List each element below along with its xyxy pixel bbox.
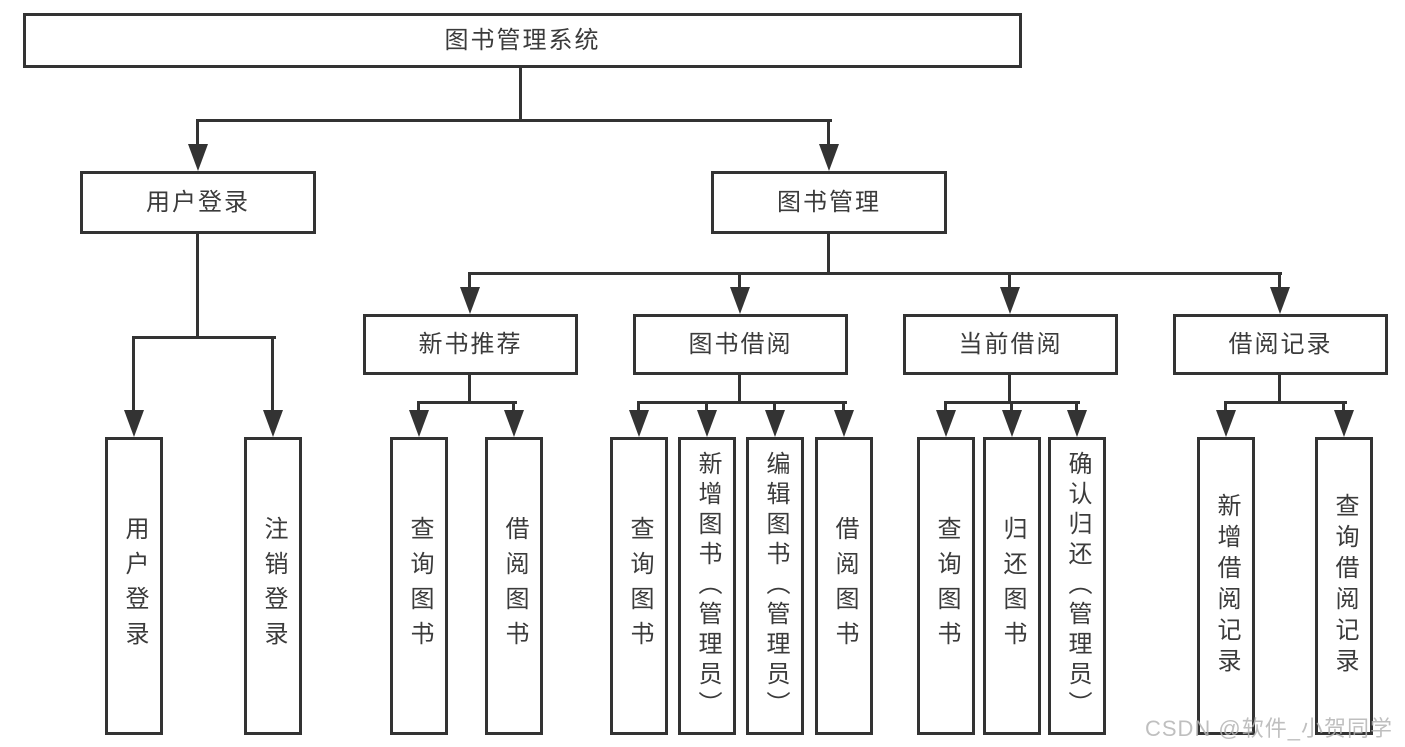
connector-line <box>417 401 420 413</box>
connector-line <box>1010 401 1013 413</box>
arrow-down-icon <box>697 410 717 437</box>
leaf-borrow-book-recommend: 借阅图书 <box>485 437 543 735</box>
arrow-down-icon <box>1216 410 1236 437</box>
leaf-user-login-label: 用户登录 <box>121 516 148 656</box>
connector-line <box>827 234 830 275</box>
leaf-user-login: 用户登录 <box>105 437 163 735</box>
connector-line <box>468 375 471 404</box>
connector-line <box>1008 375 1011 404</box>
leaf-logout: 注销登录 <box>244 437 302 735</box>
watermark: CSDN @软件_小贺同学 <box>1144 716 1393 741</box>
connector-line <box>132 336 276 339</box>
connector-line <box>1075 401 1078 413</box>
connector-line <box>1342 401 1345 413</box>
arrow-down-icon <box>765 410 785 437</box>
leaf-edit-book-admin: 编辑图书（管理员） <box>746 437 804 735</box>
node-user-login: 用户登录 <box>80 171 316 234</box>
connector-line <box>196 119 199 146</box>
arrow-down-icon <box>1067 410 1087 437</box>
leaf-logout-label: 注销登录 <box>260 516 287 656</box>
leaf-borrow-book: 借阅图书 <box>815 437 873 735</box>
leaf-add-borrow-record-label: 新增借阅记录 <box>1213 493 1240 679</box>
connector-line <box>417 401 517 404</box>
connector-line <box>1278 375 1281 404</box>
connector-line <box>1008 272 1011 290</box>
leaf-query-book-borrow-label: 查询图书 <box>626 516 653 656</box>
connector-line <box>738 272 741 290</box>
node-new-book-recommend-label: 新书推荐 <box>418 330 523 358</box>
leaf-confirm-return-admin-label: 确认归还（管理员） <box>1064 451 1091 721</box>
node-current-borrow: 当前借阅 <box>903 314 1118 375</box>
arrow-down-icon <box>409 410 429 437</box>
leaf-confirm-return-admin: 确认归还（管理员） <box>1048 437 1106 735</box>
node-current-borrow-label: 当前借阅 <box>958 330 1063 358</box>
connector-line <box>637 401 847 404</box>
arrow-down-icon <box>124 410 144 437</box>
connector-line <box>1224 401 1227 413</box>
node-new-book-recommend: 新书推荐 <box>363 314 578 375</box>
connector-line <box>512 401 515 413</box>
leaf-return-book-label: 归还图书 <box>999 516 1026 656</box>
leaf-query-borrow-record: 查询借阅记录 <box>1315 437 1373 735</box>
connector-line <box>132 336 135 412</box>
node-book-management-label: 图书管理 <box>777 188 881 216</box>
connector-line <box>196 234 199 339</box>
arrow-down-icon <box>188 144 208 171</box>
arrow-down-icon <box>1334 410 1354 437</box>
connector-line <box>468 272 1282 275</box>
leaf-query-book-current-label: 查询图书 <box>933 516 960 656</box>
arrow-down-icon <box>1000 287 1020 314</box>
connector-line <box>637 401 640 413</box>
leaf-query-book-recommend: 查询图书 <box>390 437 448 735</box>
connector-line <box>827 119 830 146</box>
connector-line <box>271 336 274 412</box>
node-user-login-label: 用户登录 <box>146 188 250 216</box>
node-root-label: 图书管理系统 <box>444 26 601 54</box>
leaf-borrow-book-recommend-label: 借阅图书 <box>501 516 528 656</box>
node-root: 图书管理系统 <box>23 13 1022 68</box>
arrow-down-icon <box>819 144 839 171</box>
arrow-down-icon <box>460 287 480 314</box>
arrow-down-icon <box>504 410 524 437</box>
leaf-borrow-book-label: 借阅图书 <box>831 516 858 656</box>
leaf-query-book-current: 查询图书 <box>917 437 975 735</box>
leaf-query-book-recommend-label: 查询图书 <box>406 516 433 656</box>
arrow-down-icon <box>730 287 750 314</box>
arrow-down-icon <box>263 410 283 437</box>
node-borrow-records-label: 借阅记录 <box>1228 330 1333 358</box>
connector-line <box>196 119 832 122</box>
node-book-borrow-label: 图书借阅 <box>688 330 793 358</box>
leaf-query-borrow-record-label: 查询借阅记录 <box>1331 493 1358 679</box>
leaf-query-book-borrow: 查询图书 <box>610 437 668 735</box>
connector-line <box>468 272 471 290</box>
node-book-management: 图书管理 <box>711 171 947 234</box>
connector-line <box>1278 272 1281 290</box>
connector-line <box>705 401 708 413</box>
arrow-down-icon <box>936 410 956 437</box>
connector-line <box>519 68 522 119</box>
node-borrow-records: 借阅记录 <box>1173 314 1388 375</box>
leaf-edit-book-admin-label: 编辑图书（管理员） <box>762 451 789 721</box>
leaf-add-book-admin: 新增图书（管理员） <box>678 437 736 735</box>
arrow-down-icon <box>834 410 854 437</box>
arrow-down-icon <box>1002 410 1022 437</box>
connector-line <box>842 401 845 413</box>
node-book-borrow: 图书借阅 <box>633 314 848 375</box>
leaf-add-borrow-record: 新增借阅记录 <box>1197 437 1255 735</box>
leaf-add-book-admin-label: 新增图书（管理员） <box>694 451 721 721</box>
connector-line <box>773 401 776 413</box>
arrow-down-icon <box>629 410 649 437</box>
connector-line <box>944 401 947 413</box>
connector-line <box>1224 401 1347 404</box>
leaf-return-book: 归还图书 <box>983 437 1041 735</box>
connector-line <box>738 375 741 404</box>
arrow-down-icon <box>1270 287 1290 314</box>
